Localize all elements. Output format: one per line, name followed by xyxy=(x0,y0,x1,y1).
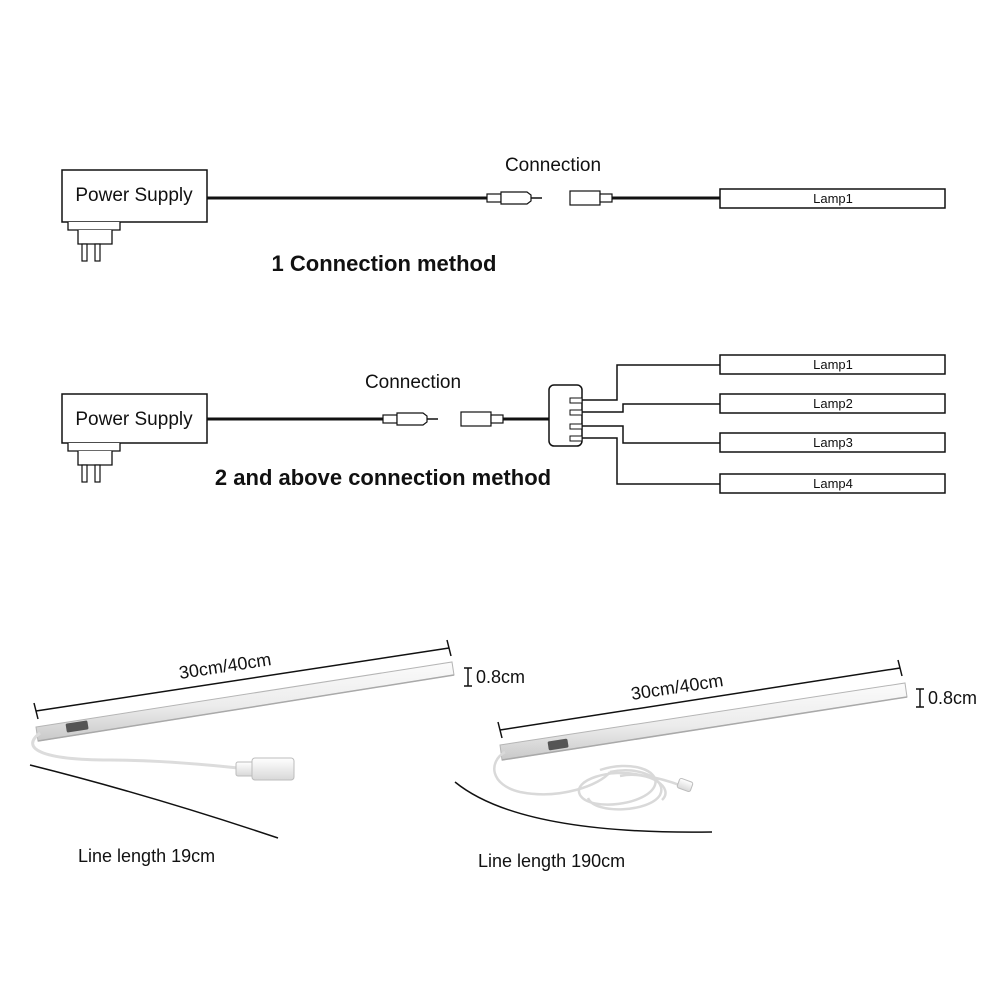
cable-length-label: Line length 19cm xyxy=(78,846,215,866)
multi-connection-diagram: Power Supply Connection xyxy=(61,354,946,494)
sensor-switch-icon xyxy=(547,738,569,751)
connection-method-caption: 1 Connection method xyxy=(272,251,497,276)
lamp-wires xyxy=(582,364,720,485)
length-dimension xyxy=(33,639,452,720)
power-supply-adapter: Power Supply xyxy=(61,393,208,483)
hub-port-icon xyxy=(569,435,583,442)
lamp-box: Lamp1 xyxy=(719,354,946,375)
dc-female-plug-icon xyxy=(235,757,295,781)
thickness-dimension xyxy=(916,688,924,708)
length-dimension xyxy=(497,659,903,739)
plug-pin-icon xyxy=(94,243,101,262)
cable-length-arc xyxy=(29,764,279,839)
lamp-box: Lamp2 xyxy=(719,393,946,414)
thickness-dimension xyxy=(464,667,472,687)
product-short-cable: 30cm/40cm 0.8cm Line length 19cm xyxy=(29,639,525,866)
coiled-long-cable xyxy=(493,750,683,811)
female-dc-connector xyxy=(569,190,613,206)
length-label: 30cm/40cm xyxy=(630,670,725,704)
plug-pin-icon xyxy=(94,464,101,483)
power-supply-label: Power Supply xyxy=(75,409,193,430)
dc-plug-icon xyxy=(676,777,694,793)
cable-length-label: Line length 190cm xyxy=(478,851,625,871)
lamp-box: Lamp4 xyxy=(719,473,946,494)
lamp-box: Lamp1 xyxy=(719,188,946,209)
led-light-bar xyxy=(499,682,908,761)
hub-port-icon xyxy=(569,409,583,416)
plug-pin-icon xyxy=(81,464,88,483)
lamp-label: Lamp3 xyxy=(813,435,853,450)
cable-length-arc xyxy=(454,781,713,833)
splitter-hub xyxy=(548,384,583,447)
female-dc-connector xyxy=(460,411,504,427)
short-cable xyxy=(31,731,239,770)
male-dc-connector xyxy=(382,412,438,426)
power-supply-adapter: Power Supply xyxy=(61,169,208,262)
male-dc-connector xyxy=(486,191,542,205)
hub-port-icon xyxy=(569,423,583,430)
lamp-label: Lamp1 xyxy=(813,357,853,372)
connection-label: Connection xyxy=(505,155,601,176)
connection-method-caption: 2 and above connection method xyxy=(215,465,551,490)
connection-label: Connection xyxy=(365,372,461,393)
hub-port-icon xyxy=(569,397,583,404)
lamp-label: Lamp1 xyxy=(813,191,853,206)
single-connection-diagram: Power Supply Connection Lamp1 1 Connecti… xyxy=(61,155,946,276)
power-supply-label: Power Supply xyxy=(75,185,193,206)
lamp-label: Lamp4 xyxy=(813,476,853,491)
sensor-switch-icon xyxy=(65,720,89,733)
thickness-label: 0.8cm xyxy=(476,667,525,687)
thickness-label: 0.8cm xyxy=(928,688,977,708)
lamp-box: Lamp3 xyxy=(719,432,946,453)
plug-pin-icon xyxy=(81,243,88,262)
product-long-cable: 30cm/40cm 0.8cm Line length 190cm xyxy=(454,659,977,871)
lamp-label: Lamp2 xyxy=(813,396,853,411)
led-light-bar xyxy=(35,661,455,742)
length-label: 30cm/40cm xyxy=(178,649,273,683)
